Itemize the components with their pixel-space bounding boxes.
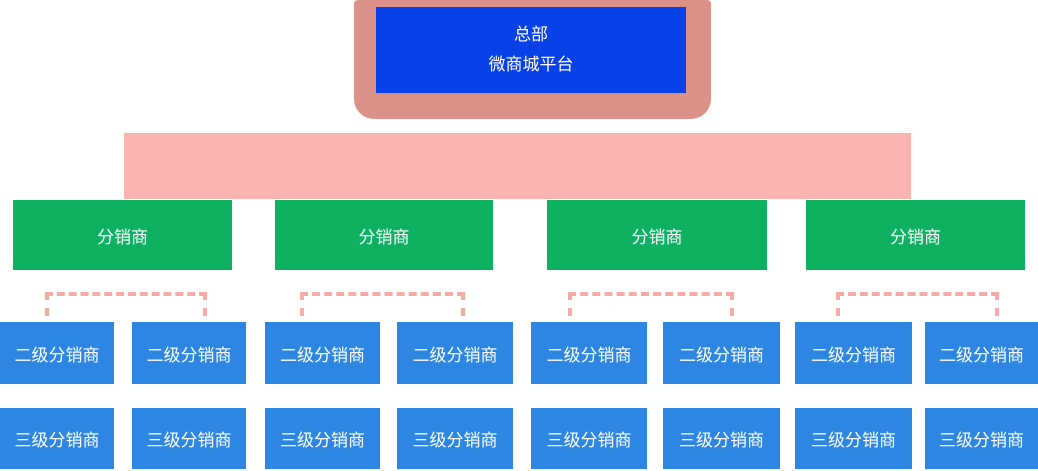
distributor-node-3: 分销商 (547, 200, 767, 270)
distributor-node-1: 分销商 (13, 200, 232, 270)
third-level-node-8: 三级分销商 (925, 408, 1038, 469)
third-level-node-1: 三级分销商 (0, 408, 114, 469)
dashed-bracket-3 (568, 292, 734, 316)
third-level-node-2: 三级分销商 (132, 408, 246, 469)
second-level-node-6: 二级分销商 (663, 322, 780, 384)
connector-bar (124, 133, 911, 199)
second-level-node-3: 二级分销商 (265, 322, 380, 384)
third-level-node-4: 三级分销商 (397, 408, 513, 469)
second-level-node-2: 二级分销商 (132, 322, 246, 384)
second-level-node-4: 二级分销商 (397, 322, 513, 384)
dashed-bracket-1 (45, 292, 207, 316)
root-node: 总部 微商城平台 (376, 7, 686, 93)
second-level-node-8: 二级分销商 (925, 322, 1038, 384)
second-level-node-1: 二级分销商 (0, 322, 114, 384)
root-node-line1: 总部 (514, 25, 548, 44)
third-level-node-6: 三级分销商 (663, 408, 780, 469)
dashed-bracket-2 (300, 292, 465, 316)
distributor-node-4: 分销商 (806, 200, 1025, 270)
second-level-node-7: 二级分销商 (795, 322, 912, 384)
second-level-node-5: 二级分销商 (531, 322, 647, 384)
third-level-node-3: 三级分销商 (265, 408, 380, 469)
distributor-node-2: 分销商 (275, 200, 493, 270)
root-node-line2: 微商城平台 (488, 55, 574, 74)
third-level-node-7: 三级分销商 (795, 408, 912, 469)
dashed-bracket-4 (836, 292, 999, 316)
third-level-node-5: 三级分销商 (531, 408, 647, 469)
